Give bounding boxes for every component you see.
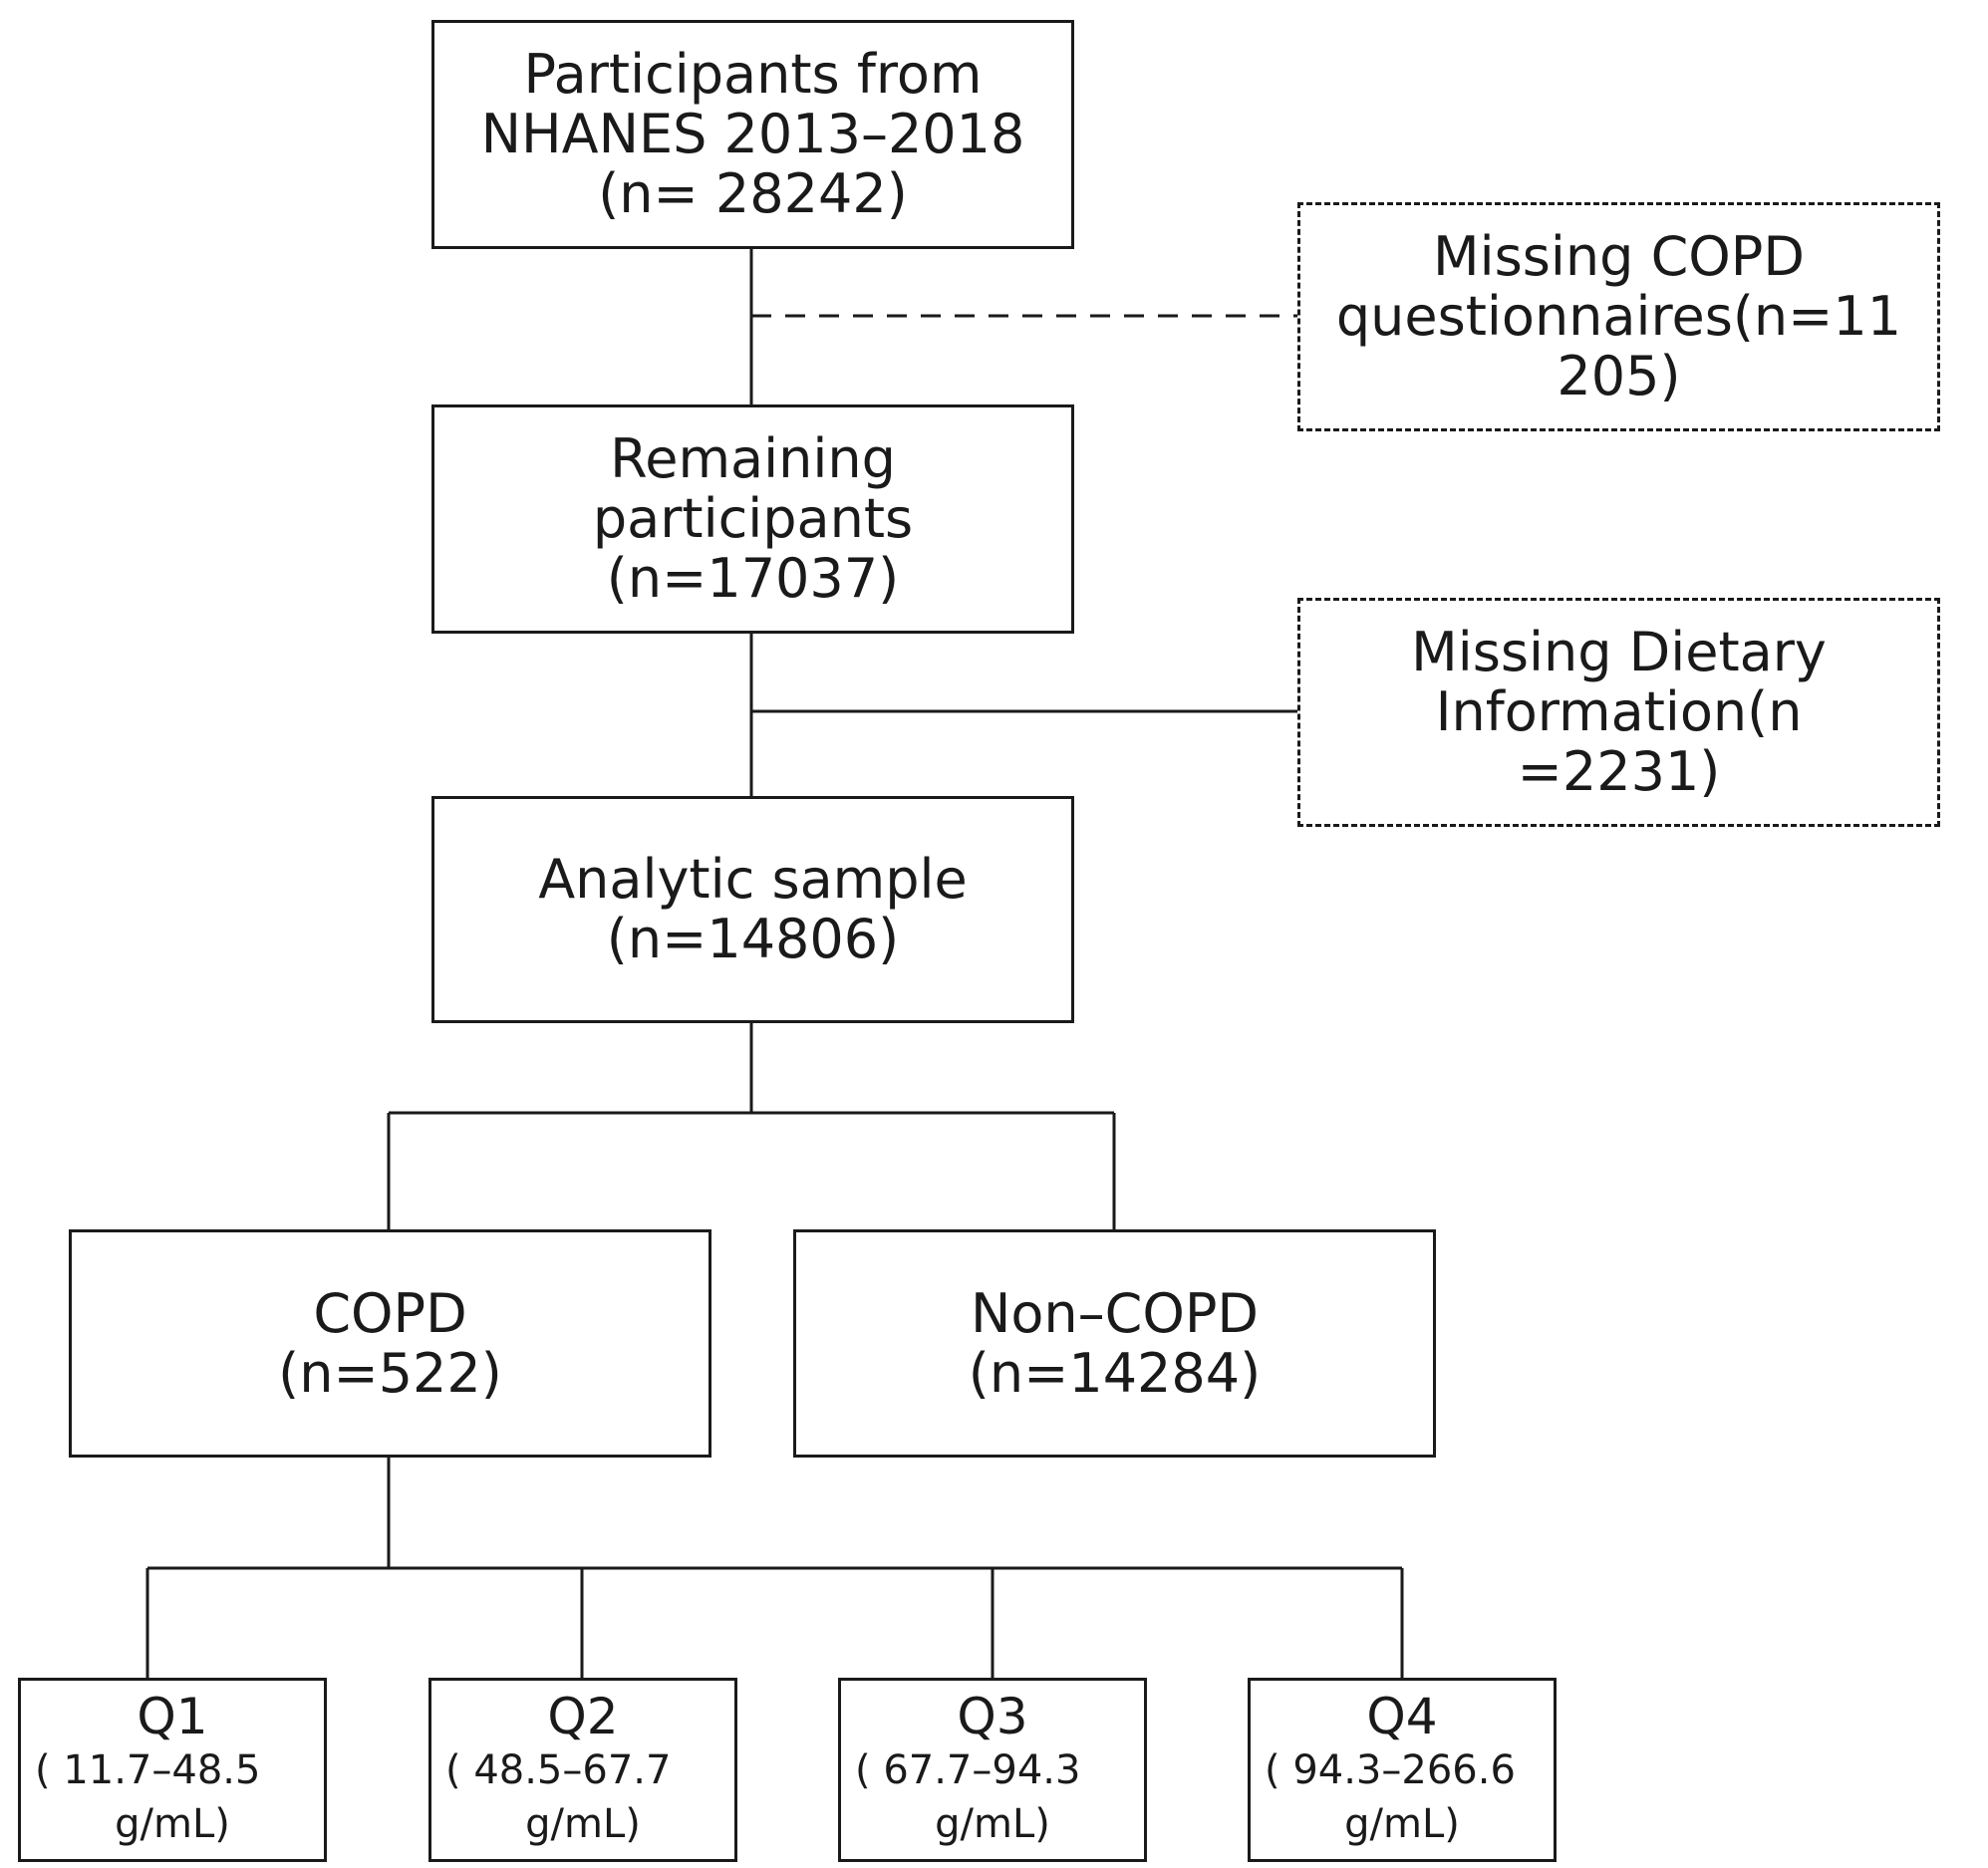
q3-unit: g/mL) — [935, 1800, 1050, 1847]
missing-dietary-box: Missing Dietary Information(n =2231) — [1297, 598, 1940, 827]
q3-box: Q3 ( 67.7–94.3 g/mL) — [838, 1678, 1147, 1862]
participants-line-2: NHANES 2013–2018 — [480, 103, 1025, 165]
q1-box: Q1 ( 11.7–48.5 g/mL) — [18, 1678, 327, 1862]
q2-box: Q2 ( 48.5–67.7 g/mL) — [428, 1678, 737, 1862]
q2-label: Q2 — [547, 1687, 619, 1745]
missing-dietary-line-2: Information(n — [1435, 680, 1803, 743]
missing-dietary-line-3: =2231) — [1517, 740, 1721, 803]
q1-range: ( 11.7–48.5 — [35, 1746, 261, 1793]
non-copd-box: Non–COPD (n=14284) — [793, 1229, 1436, 1458]
participants-line-3: (n= 28242) — [598, 162, 908, 225]
missing-copd-box: Missing COPD questionnaires(n=11 205) — [1297, 202, 1940, 431]
remaining-line-2: participants — [592, 487, 914, 550]
copd-line-1: COPD — [313, 1281, 467, 1345]
q4-label: Q4 — [1366, 1687, 1438, 1745]
copd-box: COPD (n=522) — [69, 1229, 711, 1458]
non-copd-line-1: Non–COPD — [970, 1281, 1259, 1345]
analytic-sample-box: Analytic sample (n=14806) — [431, 796, 1074, 1023]
non-copd-line-2: (n=14284) — [968, 1341, 1262, 1405]
remaining-participants-box: Remaining participants (n=17037) — [431, 404, 1074, 634]
q2-unit: g/mL) — [525, 1800, 641, 1847]
q4-box: Q4 ( 94.3–266.6 g/mL) — [1248, 1678, 1557, 1862]
missing-copd-line-1: Missing COPD — [1433, 225, 1805, 288]
missing-copd-line-2: questionnaires(n=11 — [1335, 285, 1902, 348]
q3-label: Q3 — [957, 1687, 1028, 1745]
copd-line-2: (n=522) — [278, 1341, 502, 1405]
q2-range: ( 48.5–67.7 — [445, 1746, 672, 1793]
missing-dietary-line-1: Missing Dietary — [1411, 621, 1827, 683]
q4-unit: g/mL) — [1344, 1800, 1460, 1847]
participants-box: Participants from NHANES 2013–2018 (n= 2… — [431, 20, 1074, 249]
analytic-line-1: Analytic sample — [538, 848, 968, 911]
analytic-line-2: (n=14806) — [606, 908, 900, 970]
q1-label: Q1 — [137, 1687, 208, 1745]
remaining-line-3: (n=17037) — [606, 547, 900, 610]
q1-unit: g/mL) — [115, 1800, 230, 1847]
q4-range: ( 94.3–266.6 — [1265, 1746, 1516, 1793]
missing-copd-line-3: 205) — [1557, 345, 1681, 407]
participants-line-1: Participants from — [523, 43, 983, 106]
remaining-line-1: Remaining — [610, 427, 896, 490]
q3-range: ( 67.7–94.3 — [855, 1746, 1081, 1793]
